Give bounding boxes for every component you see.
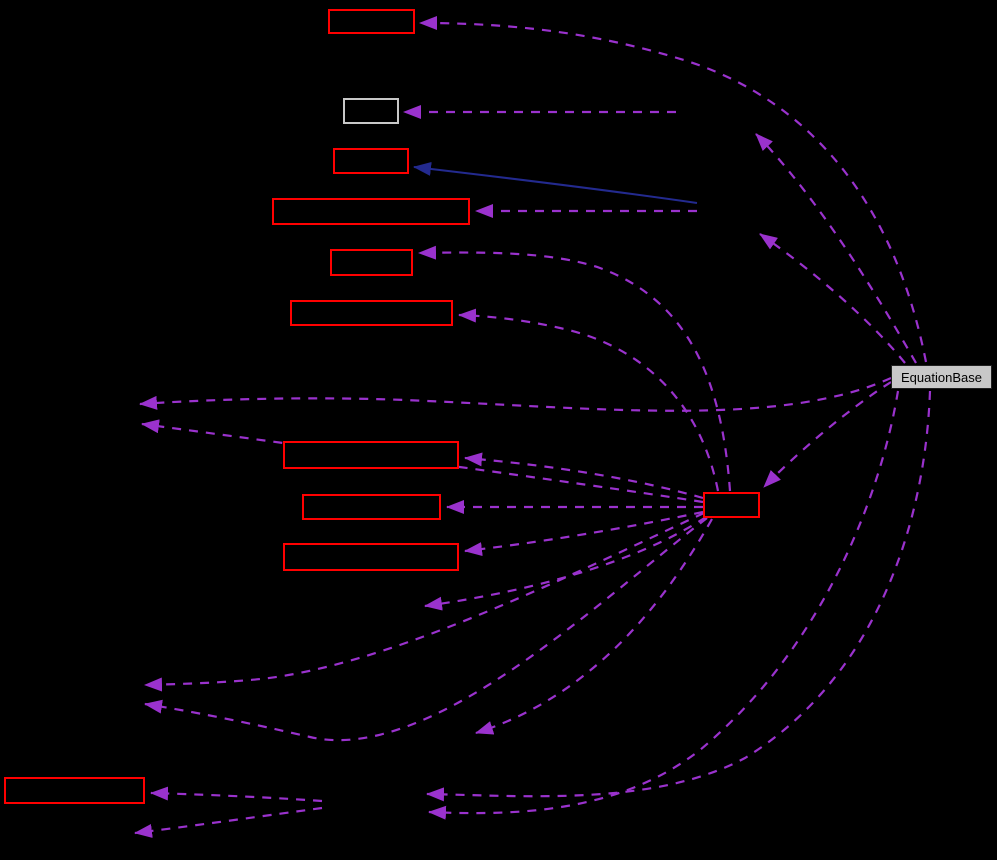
edge-eqbase-to-hidden-bottom-2 [426,390,932,802]
node-plain[interactable] [343,98,399,124]
node-top[interactable] [328,9,415,34]
node-4-wide[interactable] [272,198,470,225]
node-equation-base-label: EquationBase [901,369,982,385]
edge-hidden4-to-hidden-left-5 [134,806,323,838]
edge-eqbase-to-node-top [419,16,928,363]
edge-eqbase-to-hidden-bottom-1 [428,390,900,820]
node-hub[interactable] [703,492,760,518]
node-equation-base[interactable]: EquationBase [891,365,992,389]
edge-hub-to-node-6 [458,308,720,492]
edge-hub-to-node-9 [464,510,704,556]
edge-hub-to-hidden-bottom-3 [475,518,713,735]
edge-eqbase-to-hidden-node-1 [755,133,917,364]
edge-hub-to-node-7 [464,452,704,500]
edge-eqbase-to-hub [763,381,892,488]
node-6[interactable] [290,300,453,326]
edge-inheritance-to-node-3 [413,162,698,204]
edge-eqbase-to-hidden-left-1 [139,376,892,412]
edge-hub-to-node-5 [418,245,732,492]
edge-hub-to-hidden-left-4 [144,517,708,742]
node-8[interactable] [302,494,441,520]
node-9[interactable] [283,543,459,571]
node-bottom-left[interactable] [4,777,145,804]
edge-hub-to-hidden-left-3 [144,512,705,692]
edge-eqbase-to-hidden-node-2 [759,233,906,364]
node-3[interactable] [333,148,409,174]
node-5[interactable] [330,249,413,276]
node-7[interactable] [283,441,459,469]
edge-hidden4-to-node-bottom-left [150,786,323,803]
